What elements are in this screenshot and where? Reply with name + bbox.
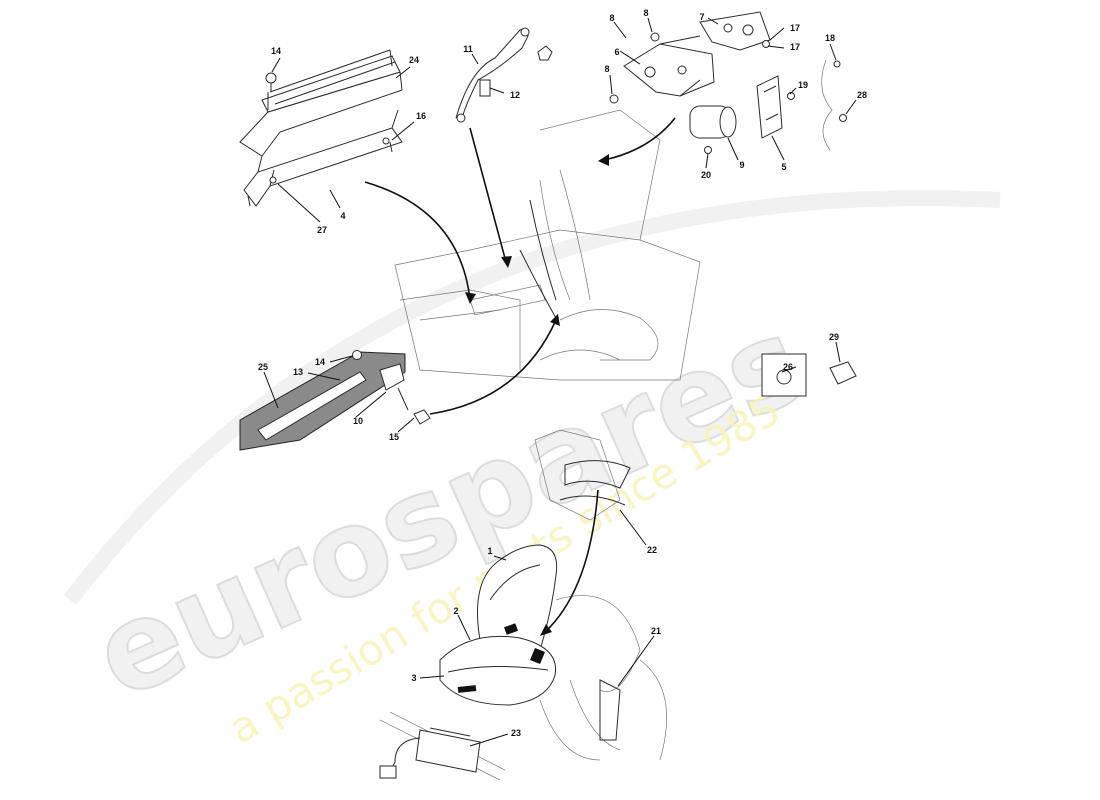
- rail-cover-assembly: [239, 49, 403, 207]
- callout-28: 28: [857, 90, 867, 100]
- callout-27: 27: [317, 225, 327, 235]
- callout-12: 12: [510, 90, 520, 100]
- callout-2: 2: [453, 606, 458, 616]
- callout-21: 21: [651, 626, 661, 636]
- callout-19: 19: [798, 80, 808, 90]
- seat-rail-assembly: [239, 350, 431, 451]
- callout-26: 26: [783, 362, 793, 372]
- callout-13: 13: [293, 367, 303, 377]
- callout-14-mid: 14: [315, 357, 325, 367]
- callout-10: 10: [353, 416, 363, 426]
- bracket-assembly: [609, 11, 847, 154]
- callout-11: 11: [463, 44, 473, 54]
- callout-15: 15: [389, 432, 399, 442]
- callout-17-a: 17: [790, 23, 800, 33]
- small-parts: [761, 353, 857, 397]
- callout-25: 25: [258, 362, 268, 372]
- callout-7: 7: [699, 12, 704, 22]
- callout-23: 23: [511, 728, 521, 738]
- callout-20: 20: [701, 170, 711, 180]
- assembly-arrows: [364, 117, 676, 636]
- callout-8-a: 8: [609, 13, 614, 23]
- callout-22: 22: [647, 545, 657, 555]
- callout-8-b: 8: [643, 8, 648, 18]
- callout-17-b: 17: [790, 42, 800, 52]
- callout-6: 6: [614, 47, 619, 57]
- callout-4: 4: [340, 211, 345, 221]
- callout-14-top: 14: [271, 46, 281, 56]
- callout-labels: 14 24 16 27 4 11 12 6 8 8 8 7 17 17 19 1…: [258, 8, 867, 738]
- callout-9: 9: [739, 160, 744, 170]
- harness-assembly: [534, 429, 631, 521]
- callout-3: 3: [411, 673, 416, 683]
- seatbelt-stalk: [455, 27, 553, 123]
- callout-1: 1: [487, 546, 492, 556]
- callout-8-c: 8: [604, 64, 609, 74]
- callout-24: 24: [409, 55, 419, 65]
- vehicle-body: [394, 109, 701, 381]
- leader-lines: [263, 17, 857, 747]
- callout-5: 5: [781, 162, 786, 172]
- seat-assembly: [439, 544, 667, 761]
- callout-29: 29: [829, 332, 839, 342]
- callout-18: 18: [825, 33, 835, 43]
- seat-motor: [379, 711, 506, 781]
- callout-16: 16: [416, 111, 426, 121]
